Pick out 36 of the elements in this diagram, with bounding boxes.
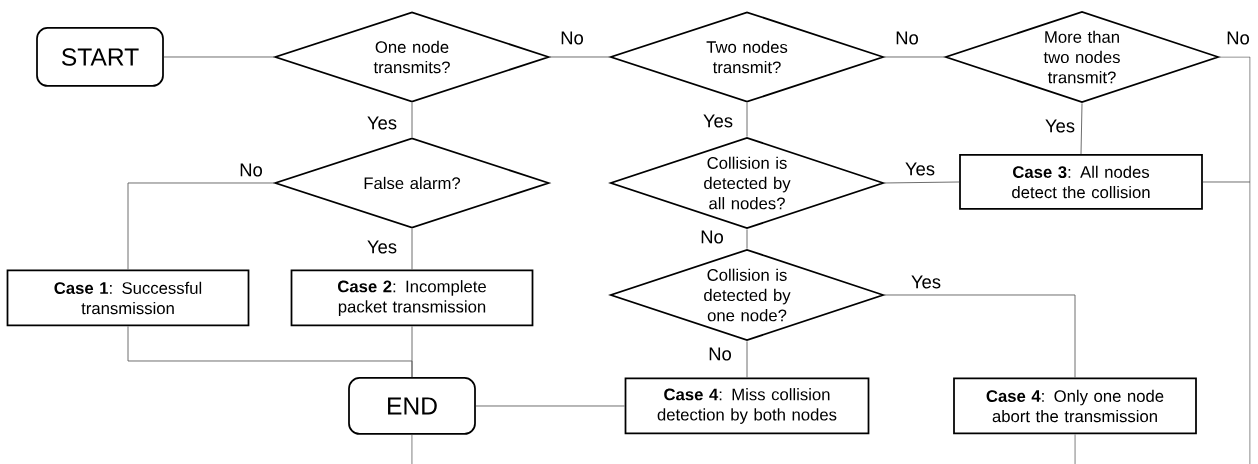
connector [746, 102, 748, 138]
edge-label: No [706, 345, 734, 363]
process-box: Case 2: Incomplete packet transmission [290, 269, 534, 327]
edge-label: No [698, 228, 726, 246]
edge-label: Yes [1043, 117, 1077, 135]
edge-label: Yes [365, 238, 399, 256]
terminal-box: END [348, 377, 476, 435]
connector [746, 340, 748, 379]
process-box: Case 4: Miss collision detection by both nodes [624, 377, 870, 435]
connector [883, 181, 960, 184]
connector [411, 102, 413, 138]
edge-label: Yes [701, 112, 735, 130]
edge-label: Yes [903, 160, 937, 178]
connector [1218, 56, 1251, 464]
edge-label: No [558, 29, 586, 47]
connector [883, 56, 946, 58]
edge-label: No [237, 161, 265, 179]
connector [883, 294, 1076, 379]
process-box: Case 3: All nodes detect the collision [959, 154, 1203, 210]
edge-label: Yes [365, 114, 399, 132]
edge-label: No [893, 29, 921, 47]
connector [1080, 102, 1083, 155]
connector [475, 405, 626, 407]
connector [127, 182, 275, 271]
process-box: Case 1: Successful transmission [6, 269, 250, 327]
terminal-box: START [36, 27, 164, 87]
connector [163, 56, 275, 58]
connector [411, 325, 413, 378]
connector [549, 56, 611, 58]
connector [746, 228, 748, 250]
process-box: Case 4: Only one node abort the transmission [953, 377, 1197, 435]
edge-label: No [1224, 29, 1252, 47]
edge-label: Yes [909, 273, 943, 291]
connector [411, 228, 413, 271]
connector [1202, 181, 1251, 183]
connector [411, 434, 413, 464]
